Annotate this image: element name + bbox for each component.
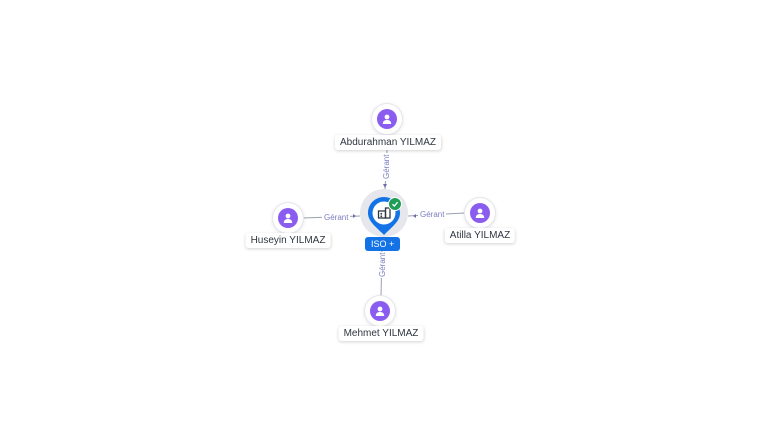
edge-label-top: Gérant <box>382 154 391 179</box>
edge-label-right: Gérant <box>420 210 445 219</box>
person-name-atilla[interactable]: Atilla YILMAZ <box>444 228 516 243</box>
person-name-abdurahman[interactable]: Abdurahman YILMAZ <box>335 135 441 150</box>
iso-badge[interactable]: ISO + <box>365 237 401 251</box>
user-icon <box>470 203 490 223</box>
user-icon <box>370 301 390 321</box>
edge-arrow-left <box>353 214 356 218</box>
person-node-atilla[interactable] <box>465 198 495 228</box>
person-node-huseyin[interactable] <box>273 203 303 233</box>
user-icon <box>377 109 397 129</box>
edge-arrow-top <box>383 184 387 188</box>
person-node-abdurahman[interactable] <box>372 104 402 134</box>
user-icon <box>278 208 298 228</box>
person-name-mehmet[interactable]: Mehmet YILMAZ <box>338 326 424 341</box>
edge-label-left: Gérant <box>324 213 349 222</box>
edge-label-bottom: Gérant <box>378 252 387 277</box>
verified-badge <box>388 197 402 211</box>
person-name-huseyin[interactable]: Huseyin YILMAZ <box>245 233 331 248</box>
person-node-mehmet[interactable] <box>365 296 395 326</box>
edge-arrow-right <box>413 214 416 218</box>
check-icon <box>392 201 399 207</box>
building-icon <box>377 207 391 219</box>
